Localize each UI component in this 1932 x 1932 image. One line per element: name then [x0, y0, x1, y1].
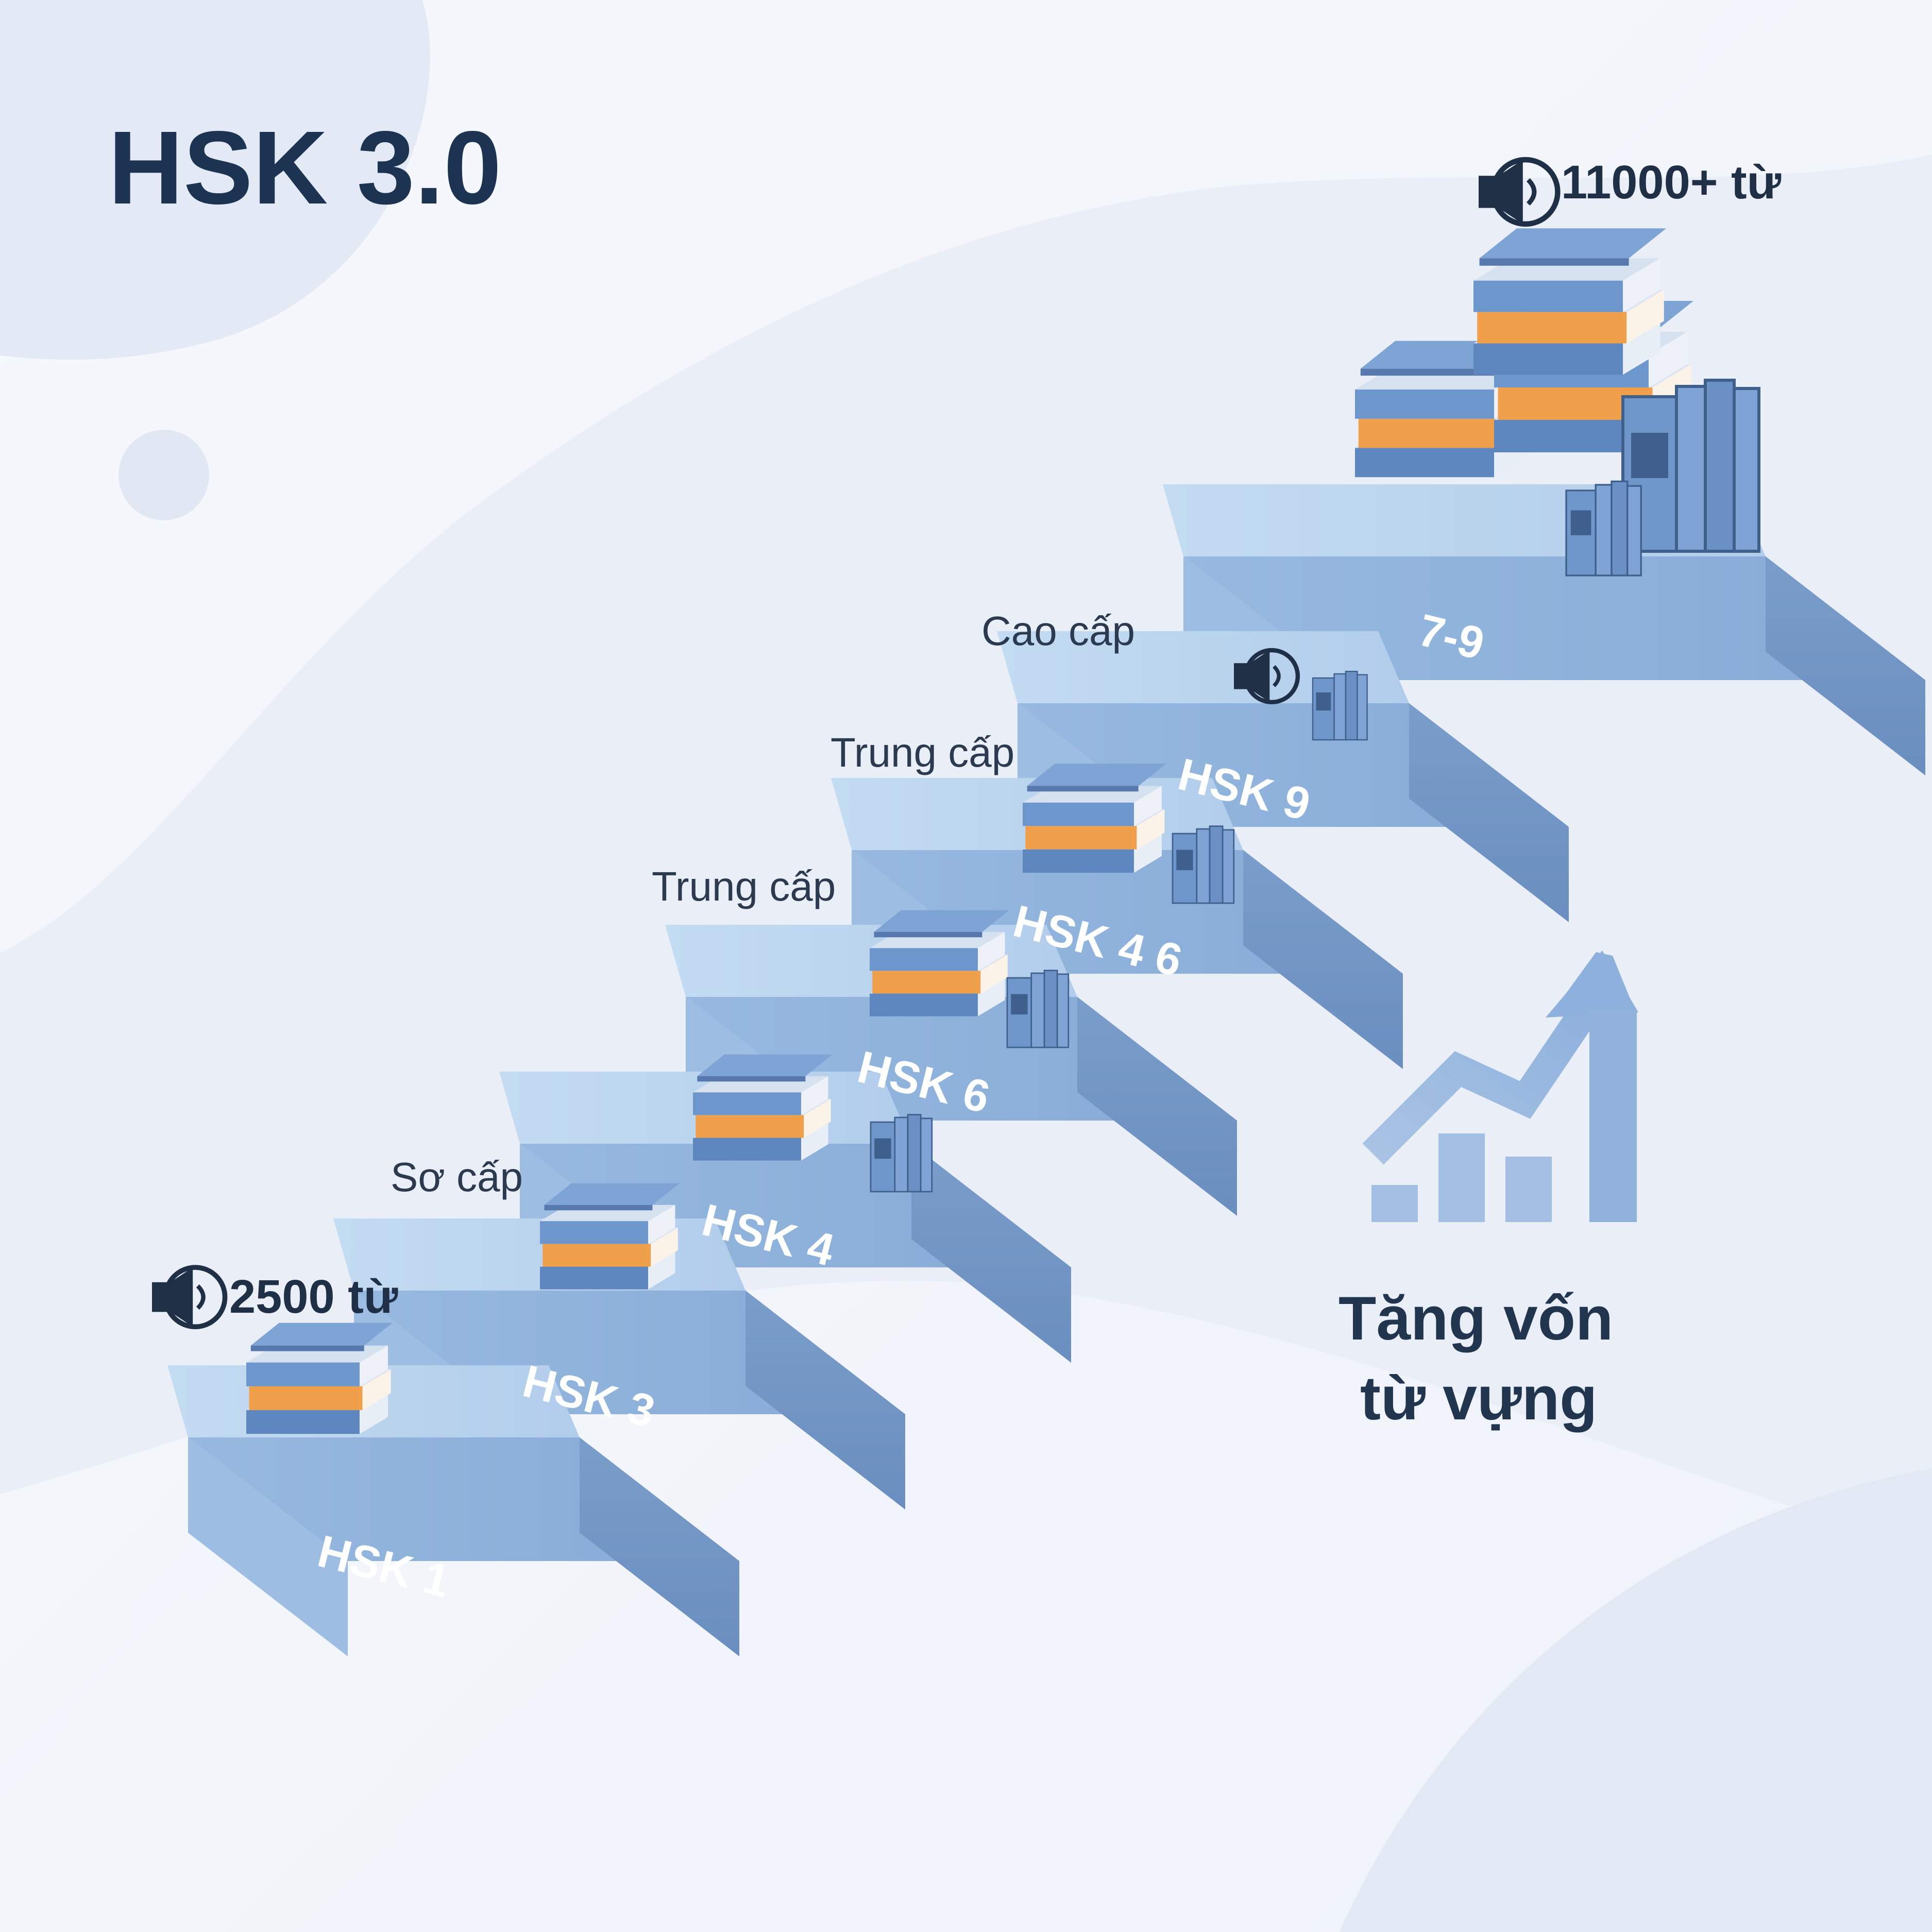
slogan-line-1: Tăng vốn [1338, 1284, 1613, 1353]
background-blob-top-left [0, 0, 430, 360]
word-count-start: 2500 từ [229, 1270, 398, 1323]
category-beginner: Sơ cấp [391, 1154, 523, 1200]
book-stack-icon [540, 1183, 680, 1290]
book-stack-icon [693, 1054, 833, 1161]
step-right-face [1766, 556, 1925, 775]
slogan-line-2: từ vựng [1360, 1364, 1597, 1433]
book-stack-icon [246, 1323, 393, 1434]
binders-icon [1623, 380, 1759, 551]
book-stack-icon [870, 910, 1009, 1016]
binders-icon [1565, 480, 1642, 577]
binders-icon [1312, 670, 1368, 741]
decor-circle [118, 430, 209, 520]
step-right-face [911, 1144, 1071, 1363]
binders-icon [1172, 825, 1235, 904]
category-intermediate-upper: Trung cấp [831, 730, 1014, 775]
step-right-face [1077, 997, 1237, 1216]
binders-icon [870, 1114, 933, 1193]
step-right-face [1243, 850, 1403, 1069]
category-intermediate-lower: Trung cấp [652, 863, 836, 909]
step-left-face [188, 1437, 348, 1656]
step-top [997, 631, 1409, 703]
word-count-end: 11000+ từ [1561, 156, 1782, 209]
step-right-face [745, 1291, 905, 1510]
book-stack-icon [1473, 228, 1667, 375]
step-right-face [580, 1437, 739, 1656]
background-blob-bottom-right [1340, 1468, 1932, 1932]
step-right-face [1409, 703, 1569, 922]
binders-icon [1006, 970, 1070, 1048]
book-stack-icon [1023, 764, 1166, 873]
page-title: HSK 3.0 [108, 109, 501, 226]
category-advanced: Cao cấp [981, 608, 1135, 654]
growth-chart-icon [1362, 951, 1638, 1222]
